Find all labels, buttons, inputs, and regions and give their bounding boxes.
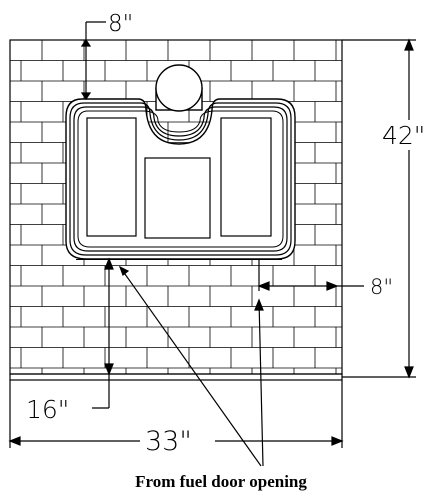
side-clearance-arrow-top: [80, 38, 92, 47]
front-base-line: [76, 259, 282, 260]
left-side-panel: [86, 117, 137, 237]
pointer-line-left: [119, 266, 262, 467]
door-distance-arrow-top: [104, 257, 114, 270]
dim-width: [8, 380, 344, 448]
caption-pointers: [118, 265, 264, 467]
dim-door-distance: [92, 257, 114, 409]
door-distance-label: 16": [26, 395, 69, 424]
stove-inner-outline: [73, 106, 288, 252]
caption: From fuel door opening: [135, 472, 307, 491]
flue-circle: [155, 64, 203, 112]
dim-front-clearance: [257, 259, 364, 291]
height-arrow-top: [404, 38, 414, 51]
stove: [65, 98, 296, 260]
side-clearance-label: 8": [108, 11, 133, 37]
side-clearance-arrow-bottom: [80, 92, 92, 101]
door-distance-arrow-bottom: [104, 363, 114, 376]
stove-middle-outline: [69, 102, 292, 256]
flue-collar: [155, 64, 203, 112]
front-clearance-label: 8": [370, 275, 393, 299]
pointer-arrow-right: [254, 298, 264, 311]
front-clearance-arrow-right: [326, 281, 339, 291]
height-arrow-bottom: [404, 366, 414, 379]
center-door-panel: [144, 157, 211, 239]
pointer-arrow-left: [118, 265, 130, 276]
width-label: 33": [145, 426, 192, 457]
stove-inner-outline-2: [77, 110, 284, 248]
stove-outer-outline: [65, 98, 296, 260]
hearth-pad: [9, 373, 343, 381]
right-side-panel: [220, 117, 272, 237]
height-label: 42": [382, 121, 425, 150]
dim-height: [342, 38, 416, 379]
pointer-line-right: [258, 299, 264, 467]
width-arrow-right: [331, 436, 344, 446]
dim-side-clearance: [80, 21, 106, 101]
front-clearance-arrow-left: [257, 281, 270, 291]
width-arrow-left: [8, 436, 21, 446]
